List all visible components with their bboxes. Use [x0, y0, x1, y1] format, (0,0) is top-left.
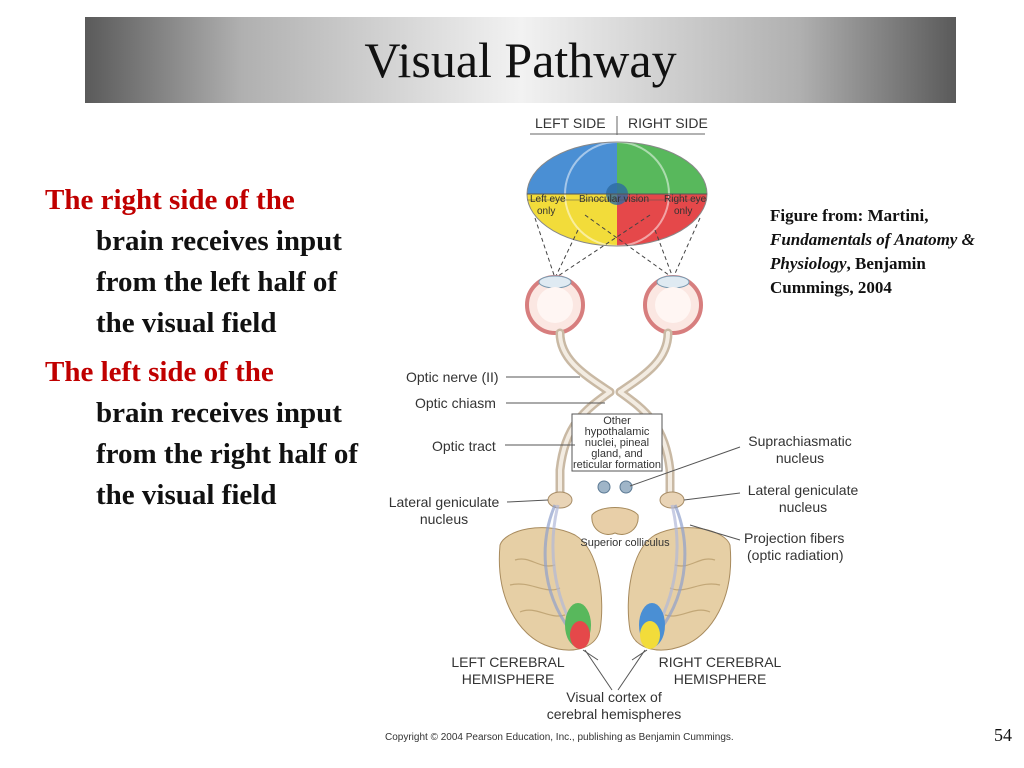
- bullet-item: The right side of the brain receives inp…: [45, 180, 375, 344]
- other-nuclei-box: [571, 413, 663, 472]
- projection-lines: [534, 214, 701, 279]
- bullet-item: The left side of the brain receives inpu…: [45, 352, 375, 516]
- slide-title: Visual Pathway: [364, 32, 677, 88]
- right-eye: [643, 275, 703, 335]
- lgn-right-label: Lateral geniculate: [748, 482, 859, 498]
- bullet-first-line: The right side of the: [45, 184, 295, 216]
- credit-suffix: , Benjamin Cummings, 2004: [770, 254, 926, 297]
- nucleus-right: [619, 480, 633, 494]
- projection-fibers-label: Projection fibers: [744, 530, 844, 546]
- lgn-left-body: [547, 491, 573, 509]
- left-visual-cortex: [565, 603, 591, 649]
- left-side-label: LEFT SIDE: [535, 115, 606, 131]
- right-eye-only-label-2: only: [674, 206, 692, 217]
- bullet-rest: brain receives input from the right half…: [96, 397, 359, 511]
- visual-cortex-label-2: cerebral hemispheres: [547, 706, 682, 722]
- suprachiasmatic-label-2: nucleus: [776, 450, 824, 466]
- right-visual-cortex: [639, 603, 665, 649]
- optic-nerve-label: Optic nerve (II): [406, 369, 499, 385]
- credit-prefix: Figure from: Martini,: [770, 206, 929, 225]
- copyright-text: Copyright © 2004 Pearson Education, Inc.…: [385, 732, 734, 743]
- left-eye-only-label-2: only: [537, 206, 555, 217]
- left-eye: [525, 275, 585, 335]
- lgn-left-label-2: nucleus: [420, 511, 468, 527]
- page-number: 54: [994, 725, 1012, 745]
- nucleus-left: [597, 480, 611, 494]
- figure-credit: Figure from: Martini, Fundamentals of An…: [770, 204, 990, 300]
- right-eye-only-label: Right eye: [664, 194, 707, 205]
- optic-chiasm-label: Optic chiasm: [415, 395, 496, 411]
- projection-fibers-label-2: (optic radiation): [747, 547, 844, 563]
- superior-colliculus-label: Superior colliculus: [580, 537, 670, 549]
- left-eye-only-label: Left eye: [530, 194, 566, 205]
- other-box-line: nuclei, pineal: [585, 437, 649, 449]
- other-box-line: gland, and: [591, 448, 642, 460]
- bullet-rest: brain receives input from the left half …: [96, 225, 342, 339]
- bullet-list: The right side of the brain receives inp…: [45, 180, 375, 524]
- superior-colliculus-body: [591, 507, 639, 535]
- credit-book: Fundamentals of Anatomy & Physiology: [770, 230, 975, 273]
- right-hemisphere-label-2: HEMISPHERE: [674, 671, 767, 687]
- lgn-left-label: Lateral geniculate: [389, 494, 500, 510]
- visual-cortex-label: Visual cortex of: [566, 689, 662, 705]
- lgn-right-label-2: nucleus: [779, 499, 827, 515]
- title-bar: Visual Pathway: [85, 17, 956, 103]
- right-side-label: RIGHT SIDE: [628, 115, 708, 131]
- bullet-first-line: The left side of the: [45, 356, 274, 388]
- leader-lines: [505, 376, 741, 691]
- optic-tract-label: Optic tract: [432, 438, 496, 454]
- binocular-label: Binocular vision: [579, 194, 649, 205]
- other-box-line: reticular formation: [573, 459, 661, 471]
- suprachiasmatic-label: Suprachiasmatic: [748, 433, 852, 449]
- other-box-line: Other: [603, 415, 631, 427]
- right-hemisphere-label: RIGHT CEREBRAL: [659, 654, 782, 670]
- left-hemisphere-label-2: HEMISPHERE: [462, 671, 555, 687]
- left-hemisphere-label: LEFT CEREBRAL: [451, 654, 565, 670]
- other-box-line: hypothalamic: [585, 426, 650, 438]
